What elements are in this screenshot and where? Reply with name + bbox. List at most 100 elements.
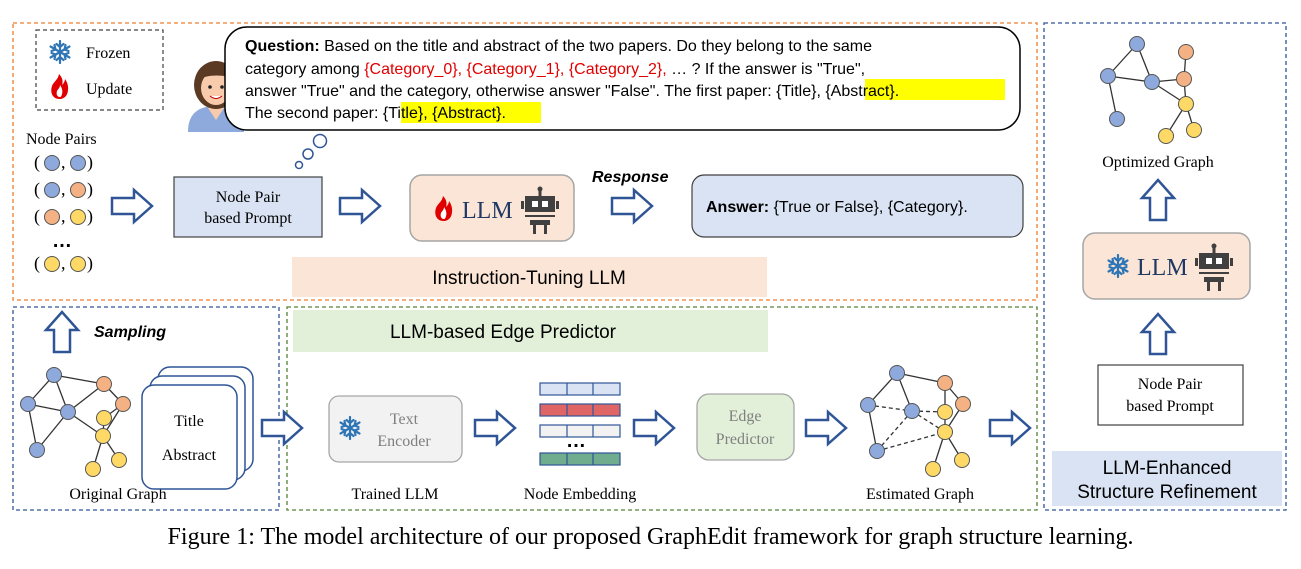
optimized-graph-nodes — [1100, 36, 1202, 144]
arrow-predictor-to-estimated — [804, 410, 848, 446]
node-pairs-list: (,) (,) (,) (,) — [34, 152, 93, 274]
original-graph-nodes — [20, 367, 131, 477]
refinement-line2: Structure Refinement — [1077, 482, 1257, 503]
svg-text:): ) — [87, 179, 93, 200]
sampling-panel — [12, 306, 280, 511]
llm-box-update: LLM — [409, 174, 575, 242]
node-pairs-title: Node Pairs — [26, 131, 97, 148]
node-pair-1: (,) — [34, 152, 93, 173]
sampling-label: Sampling — [94, 324, 166, 341]
thought-bubble — [294, 133, 328, 170]
llm-label-right: LLM — [1137, 255, 1188, 281]
figure-caption: Figure 1: The model architecture of our … — [167, 524, 1134, 550]
svg-text:Answer: {True or False}, {Cate: Answer: {True or False}, {Category}. — [706, 199, 968, 216]
prompt-box-line1: Node Pair — [216, 189, 281, 206]
node-embedding-label: Node Embedding — [524, 486, 636, 503]
arrow-embedding-to-predictor — [632, 410, 676, 446]
right-prompt-line1: Node Pair — [1138, 376, 1203, 393]
highlight-1 — [865, 79, 1005, 100]
svg-text:): ) — [87, 206, 93, 227]
legend-update-label: Update — [86, 81, 132, 98]
svg-text:): ) — [87, 152, 93, 173]
question-line4-highlight: {Title}, {Abstract} — [383, 105, 502, 122]
svg-text:,: , — [61, 206, 66, 226]
svg-text:category among {Category_0}, {: category among {Category_0}, {Category_1… — [245, 61, 865, 78]
svg-text:(: ( — [34, 152, 40, 173]
instruction-tuning-panel — [12, 22, 1038, 301]
question-line2-post: … ? If the answer is "True", — [671, 61, 865, 78]
prompt-box: Node Pair based Prompt — [173, 176, 323, 238]
edge-predictor-panel — [286, 306, 1038, 511]
text-encoder-box: Text Encoder — [328, 395, 463, 463]
category-1: {Category_1}, — [467, 61, 565, 78]
question-line4-pre: The second paper: — [245, 105, 378, 122]
instruction-tuning-banner: Instruction-Tuning LLM — [292, 257, 767, 297]
svg-text:): ) — [87, 253, 93, 274]
question-label: Question: — [245, 38, 320, 55]
instruction-tuning-label: Instruction-Tuning LLM — [432, 268, 626, 289]
arrow-encoder-to-embedding — [473, 410, 517, 446]
arrow-llm-to-optimized — [1140, 178, 1176, 222]
response-label: Response — [592, 169, 669, 186]
node-pair-3: (,) — [34, 206, 93, 227]
edge-predictor-banner-label: LLM-based Edge Predictor — [390, 322, 617, 343]
node-embedding-ellipsis: … — [566, 430, 586, 452]
legend-frozen-label: Frozen — [86, 45, 130, 62]
right-prompt-line2: based Prompt — [1126, 398, 1214, 415]
node-pair-4: (,) — [34, 253, 93, 274]
question-line2-pre: category among — [245, 61, 360, 78]
node-pairs-ellipsis: … — [52, 230, 72, 252]
svg-text:(: ( — [34, 253, 40, 274]
arrow-pairs-to-prompt — [110, 188, 154, 224]
paper-card-stack: Title Abstract — [141, 366, 254, 490]
arrow-prompt-to-llm-right — [1140, 312, 1176, 356]
optimized-graph-label: Optimized Graph — [1102, 154, 1214, 171]
question-line1: Based on the title and abstract of the t… — [324, 38, 872, 55]
svg-text:,: , — [61, 253, 66, 273]
answer-label: Answer: — [706, 199, 769, 216]
arrow-estimated-to-refinement — [988, 410, 1032, 446]
edge-predictor-line2: Predictor — [716, 431, 775, 448]
legend: Frozen Update — [35, 29, 164, 111]
text-encoder-line2: Encoder — [377, 433, 431, 450]
node-embedding — [539, 382, 621, 466]
estimated-graph-nodes — [860, 365, 971, 477]
question-line3-pre: answer "True" and the category, otherwis… — [245, 83, 772, 100]
answer-text: {True or False}, {Category}. — [774, 199, 968, 216]
svg-text:answer "True" and the category: answer "True" and the category, otherwis… — [245, 83, 899, 100]
svg-text:(: ( — [34, 179, 40, 200]
node-pair-2: (,) — [34, 179, 93, 200]
paper-card-abstract: Abstract — [162, 447, 217, 464]
edge-predictor-line1: Edge — [729, 408, 762, 425]
edge-predictor-box: Edge Predictor — [696, 393, 795, 461]
refinement-panel — [1043, 22, 1287, 511]
text-encoder-line1: Text — [390, 411, 419, 428]
sampling-up-arrow — [44, 310, 80, 354]
arrow-llm-to-answer — [610, 188, 654, 224]
original-graph-label: Original Graph — [69, 486, 166, 503]
llm-box-frozen: LLM — [1082, 232, 1251, 300]
category-2: {Category_2}, — [569, 61, 667, 78]
question-line3-end: . — [895, 83, 899, 100]
right-prompt-box: Node Pair based Prompt — [1097, 364, 1244, 426]
prompt-box-line2: based Prompt — [204, 210, 292, 227]
llm-label-top: LLM — [462, 198, 513, 224]
refinement-line1: LLM-Enhanced — [1103, 458, 1232, 479]
answer-box: Answer: {True or False}, {Category}. — [691, 174, 1024, 238]
highlight-2 — [401, 102, 541, 123]
estimated-graph-label: Estimated Graph — [866, 486, 974, 503]
svg-text:,: , — [61, 152, 66, 172]
svg-text:Question: Based on the title a: Question: Based on the title and abstrac… — [245, 38, 872, 55]
paper-card-title: Title — [174, 413, 204, 430]
svg-text:The second paper: {Title}, {Ab: The second paper: {Title}, {Abstract}. — [245, 105, 506, 122]
edge-predictor-banner: LLM-based Edge Predictor — [293, 310, 768, 352]
refinement-label-box: LLM-Enhanced Structure Refinement — [1052, 451, 1282, 506]
arrow-cards-to-encoder — [260, 410, 304, 446]
question-line4-end: . — [501, 105, 505, 122]
arrow-prompt-to-llm — [338, 188, 382, 224]
question-line3-highlight: {Title}, {Abstract} — [776, 83, 895, 100]
category-0: {Category_0}, — [364, 61, 462, 78]
svg-text:,: , — [61, 179, 66, 199]
svg-text:(: ( — [34, 206, 40, 227]
